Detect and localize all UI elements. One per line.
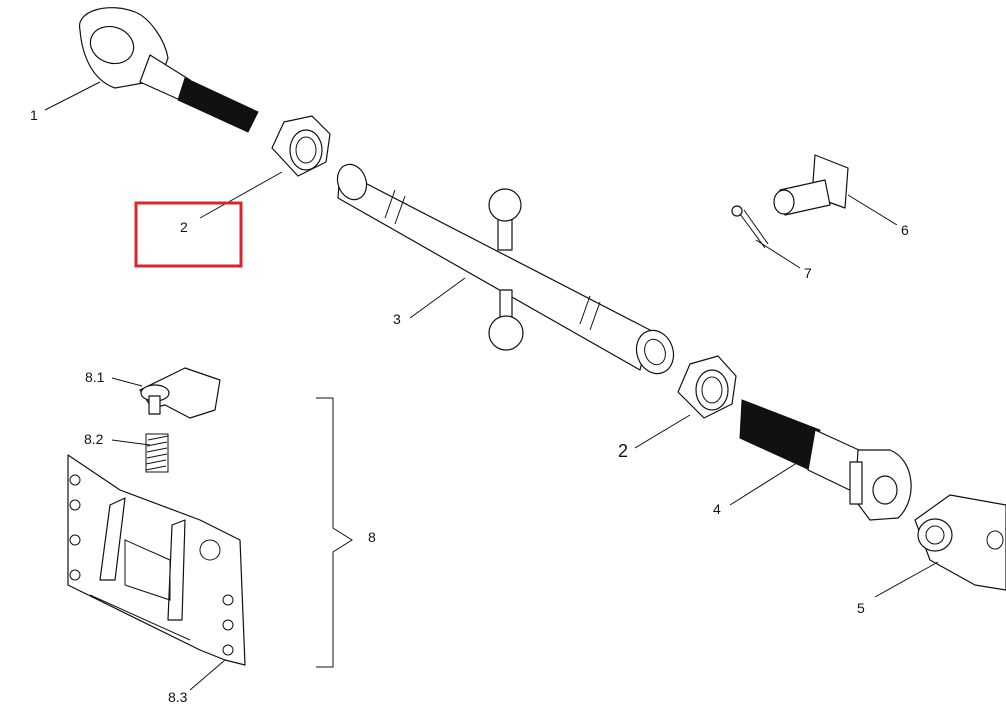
callout-8-2: 8.2 [84, 431, 104, 447]
callout-5: 5 [857, 600, 865, 616]
part-8-2-spring[interactable] [145, 433, 169, 473]
part-7-cotter-pin[interactable] [731, 205, 769, 249]
callout-8-1: 8.1 [85, 369, 105, 385]
callout-1: 1 [30, 107, 38, 123]
callout-4: 4 [713, 501, 721, 517]
leader-lines [44, 81, 939, 691]
part-4-fork-rod[interactable] [739, 399, 912, 521]
part-6-pin[interactable] [773, 154, 849, 216]
part-2-nut-bottom[interactable] [677, 355, 737, 419]
part-2-nut-top[interactable] [271, 115, 331, 177]
callout-7: 7 [804, 265, 812, 281]
part-1-eye-bolt[interactable] [79, 7, 259, 133]
highlight-box [134, 201, 243, 268]
callout-8: 8 [368, 529, 376, 545]
part-8-1-latch[interactable] [139, 367, 221, 419]
callout-3: 3 [393, 311, 401, 327]
callout-2-bottom: 2 [618, 441, 628, 461]
part-3-tube[interactable] [333, 160, 680, 379]
callout-6: 6 [901, 222, 909, 238]
bracket-8 [316, 397, 353, 668]
callout-8-3: 8.3 [168, 689, 188, 705]
callout-2-top: 2 [180, 219, 188, 235]
part-8-3-plate[interactable] [67, 454, 246, 666]
part-5-clevis[interactable] [914, 494, 1006, 591]
